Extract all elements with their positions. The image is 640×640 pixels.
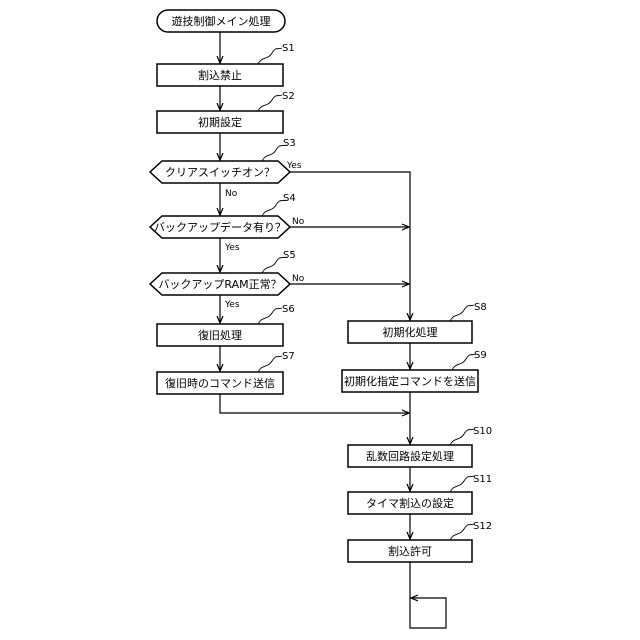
loop-arrow bbox=[410, 562, 446, 628]
step-s12-label: 割込許可 bbox=[388, 544, 432, 558]
s9-leader bbox=[452, 354, 476, 370]
s2-leader bbox=[258, 95, 282, 111]
step-s11-label: タイマ割込の設定 bbox=[366, 496, 454, 510]
s11-leader bbox=[450, 476, 474, 492]
start-label: 遊技制御メイン処理 bbox=[172, 14, 271, 28]
step-s1-label: 割込禁止 bbox=[198, 68, 242, 82]
step-s7-label: 復旧時のコマンド送信 bbox=[165, 376, 275, 390]
s5-no-label: No bbox=[292, 274, 305, 284]
step-s2-id: S2 bbox=[282, 91, 295, 102]
step-s2-label: 初期設定 bbox=[198, 115, 242, 129]
step-s6-id: S6 bbox=[282, 304, 295, 315]
step-s4-id: S4 bbox=[283, 193, 296, 204]
s12-leader bbox=[450, 524, 474, 540]
s1-leader bbox=[258, 48, 282, 64]
step-s4-label: バックアップデータ有り？ bbox=[154, 220, 286, 234]
step-s7-id: S7 bbox=[282, 351, 295, 362]
s3-yes-label: Yes bbox=[286, 161, 302, 171]
step-s8-label: 初期化処理 bbox=[383, 325, 438, 339]
step-s3-label: クリアスイッチオン？ bbox=[165, 166, 275, 179]
step-s1-id: S1 bbox=[282, 43, 295, 54]
step-s9-id: S9 bbox=[474, 350, 487, 361]
s4-no-label: No bbox=[292, 217, 305, 227]
step-s8-id: S8 bbox=[474, 302, 487, 313]
s3-no-label: No bbox=[225, 189, 238, 199]
step-s3-id: S3 bbox=[283, 138, 296, 149]
step-s12-id: S12 bbox=[473, 521, 492, 532]
step-s10-label: 乱数回路設定処理 bbox=[366, 449, 454, 463]
s4-yes-label: Yes bbox=[224, 243, 240, 253]
step-s5-label: バックアップRAM正常？ bbox=[158, 278, 281, 291]
s10-leader bbox=[450, 429, 474, 445]
step-s11-id: S11 bbox=[473, 474, 492, 485]
step-s10-id: S10 bbox=[473, 426, 492, 437]
s6-leader bbox=[258, 308, 282, 324]
s8-leader bbox=[450, 305, 474, 321]
arrow-s7-merge bbox=[220, 394, 409, 413]
step-s6-label: 復旧処理 bbox=[198, 329, 242, 342]
arrow-s3-yes-s8 bbox=[290, 172, 410, 320]
s7-leader bbox=[258, 356, 282, 372]
s5-yes-label: Yes bbox=[224, 300, 240, 310]
step-s5-id: S5 bbox=[283, 250, 296, 261]
step-s9-label: 初期化指定コマンドを送信 bbox=[344, 374, 476, 388]
